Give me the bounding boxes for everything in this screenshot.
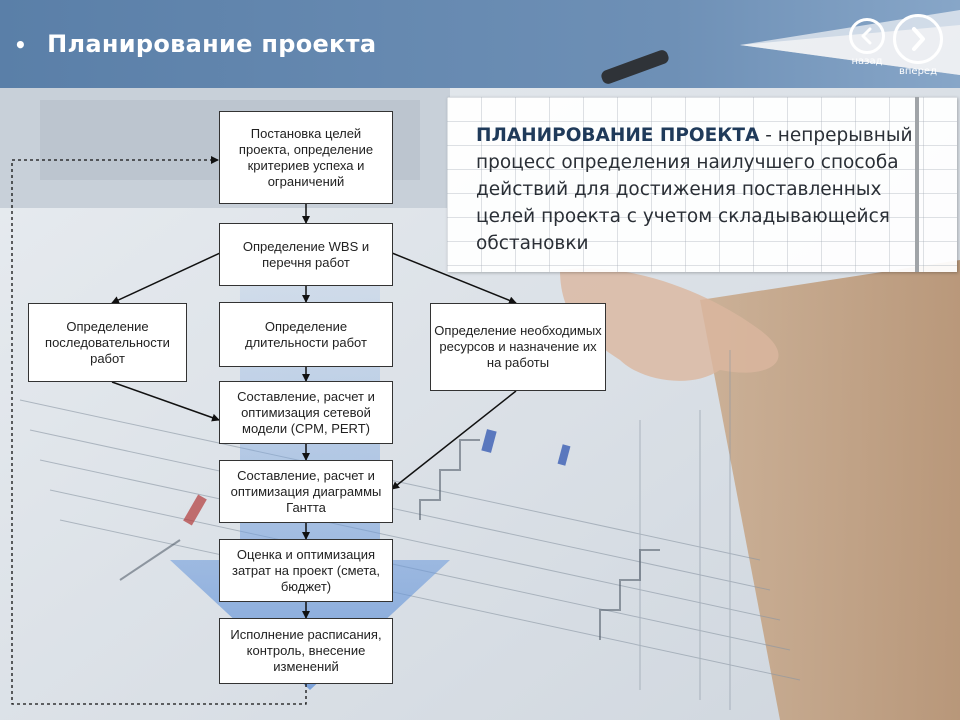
node-execution: Исполнение расписания, контроль, внесени… [219,618,393,684]
definition-separator: - [759,125,778,146]
node-costs: Оценка и оптимизация затрат на проект (с… [219,539,393,602]
node-gantt: Составление, расчет и оптимизация диагра… [219,460,393,523]
page-title-text: Планирование проекта [47,30,377,58]
definition-card: ПЛАНИРОВАНИЕ ПРОЕКТА - непрерывный проце… [447,97,957,272]
arrow-wbs-to-sequence [111,252,221,304]
forward-label: вперед [899,66,937,77]
arrow-resources-to-gantt [391,390,517,490]
definition-text: ПЛАНИРОВАНИЕ ПРОЕКТА - непрерывный проце… [476,122,928,257]
back-button[interactable]: назад [849,18,885,67]
node-resources: Определение необходимых ресурсов и назна… [430,303,606,391]
definition-body: непрерывный процесс определения наилучше… [476,125,913,254]
arrow-wbs-to-resources [391,252,517,305]
forward-button[interactable]: вперед [893,14,943,77]
title-bullet: • [14,33,28,57]
node-network: Составление, расчет и оптимизация сетево… [219,381,393,444]
node-sequence: Определение последовательности работ [28,303,187,382]
feedback-loop-line [11,156,307,705]
back-label: назад [851,56,883,67]
chevron-right-icon [893,14,943,64]
node-goals: Постановка целей проекта, определение кр… [219,111,393,204]
arrow-sequence-to-network [111,381,220,422]
definition-term: ПЛАНИРОВАНИЕ ПРОЕКТА [476,125,760,146]
page-title: • Планирование проекта [14,30,376,58]
node-wbs: Определение WBS и перечня работ [219,223,393,286]
chevron-left-icon [849,18,885,54]
node-duration: Определение длительности работ [219,302,393,367]
